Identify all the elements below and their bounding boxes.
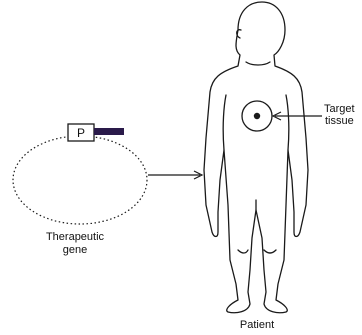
target-tissue bbox=[242, 101, 272, 131]
patient-right-knee bbox=[264, 250, 276, 253]
plasmid: P bbox=[13, 124, 147, 224]
promoter-label: P bbox=[77, 126, 85, 140]
gene-label-line1: Therapeutic bbox=[46, 231, 105, 243]
gene-label-line2: gene bbox=[63, 244, 87, 256]
target-label-line1: Target bbox=[324, 103, 355, 115]
target-pointer-arrow bbox=[273, 112, 322, 120]
patient-collar bbox=[246, 62, 270, 65]
patient-ear bbox=[237, 30, 241, 38]
patient-right-arm-inner bbox=[286, 95, 289, 150]
patient-outline bbox=[204, 2, 308, 313]
patient-label: Patient bbox=[240, 319, 274, 331]
transfer-arrow bbox=[148, 171, 202, 179]
target-center-dot bbox=[254, 113, 260, 119]
gene-insert bbox=[94, 128, 124, 135]
patient-figure bbox=[204, 2, 308, 313]
patient-left-knee bbox=[238, 250, 248, 253]
target-label-line2: tissue bbox=[325, 115, 354, 127]
plasmid-ring bbox=[13, 136, 147, 224]
patient-left-arm-inner bbox=[223, 95, 226, 150]
